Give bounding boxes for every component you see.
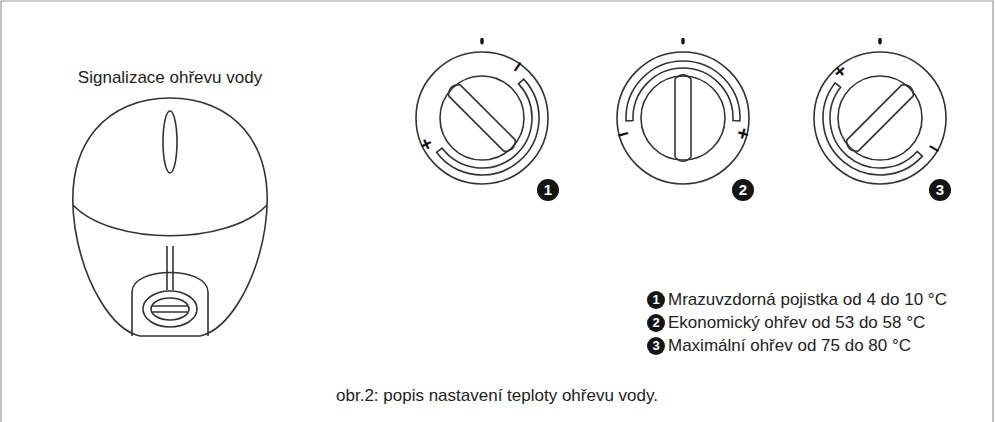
index-mark	[480, 38, 484, 45]
callout-number: 1	[537, 179, 559, 201]
legend-text: Mrazuvzdorná pojistka od 4 do 10 °C	[668, 290, 947, 310]
callout-number: 1	[647, 291, 665, 309]
thermostat-knob: −+	[402, 38, 562, 198]
thermostat-housing	[73, 98, 267, 336]
callout-number: 2	[647, 314, 665, 332]
part-label: Signalizace ohřevu vody	[78, 68, 262, 88]
thermostat-knob: −+	[603, 38, 763, 198]
knob-drawing	[603, 38, 763, 198]
callout-number: 3	[647, 337, 665, 355]
knob-drawing	[800, 38, 960, 198]
legend-text: Maximální ohřev od 75 do 80 °C	[668, 336, 911, 356]
knob-drawing	[402, 38, 562, 198]
callout-number: 2	[732, 179, 754, 201]
index-mark	[878, 38, 882, 45]
thermostat-knob: +−	[800, 38, 960, 198]
figure-caption: obr.2: popis nastavení teploty ohřevu vo…	[336, 386, 658, 406]
legend-text: Ekonomický ohřev od 53 do 58 °C	[668, 313, 925, 333]
index-mark	[681, 38, 685, 45]
callout-number: 3	[929, 179, 951, 201]
